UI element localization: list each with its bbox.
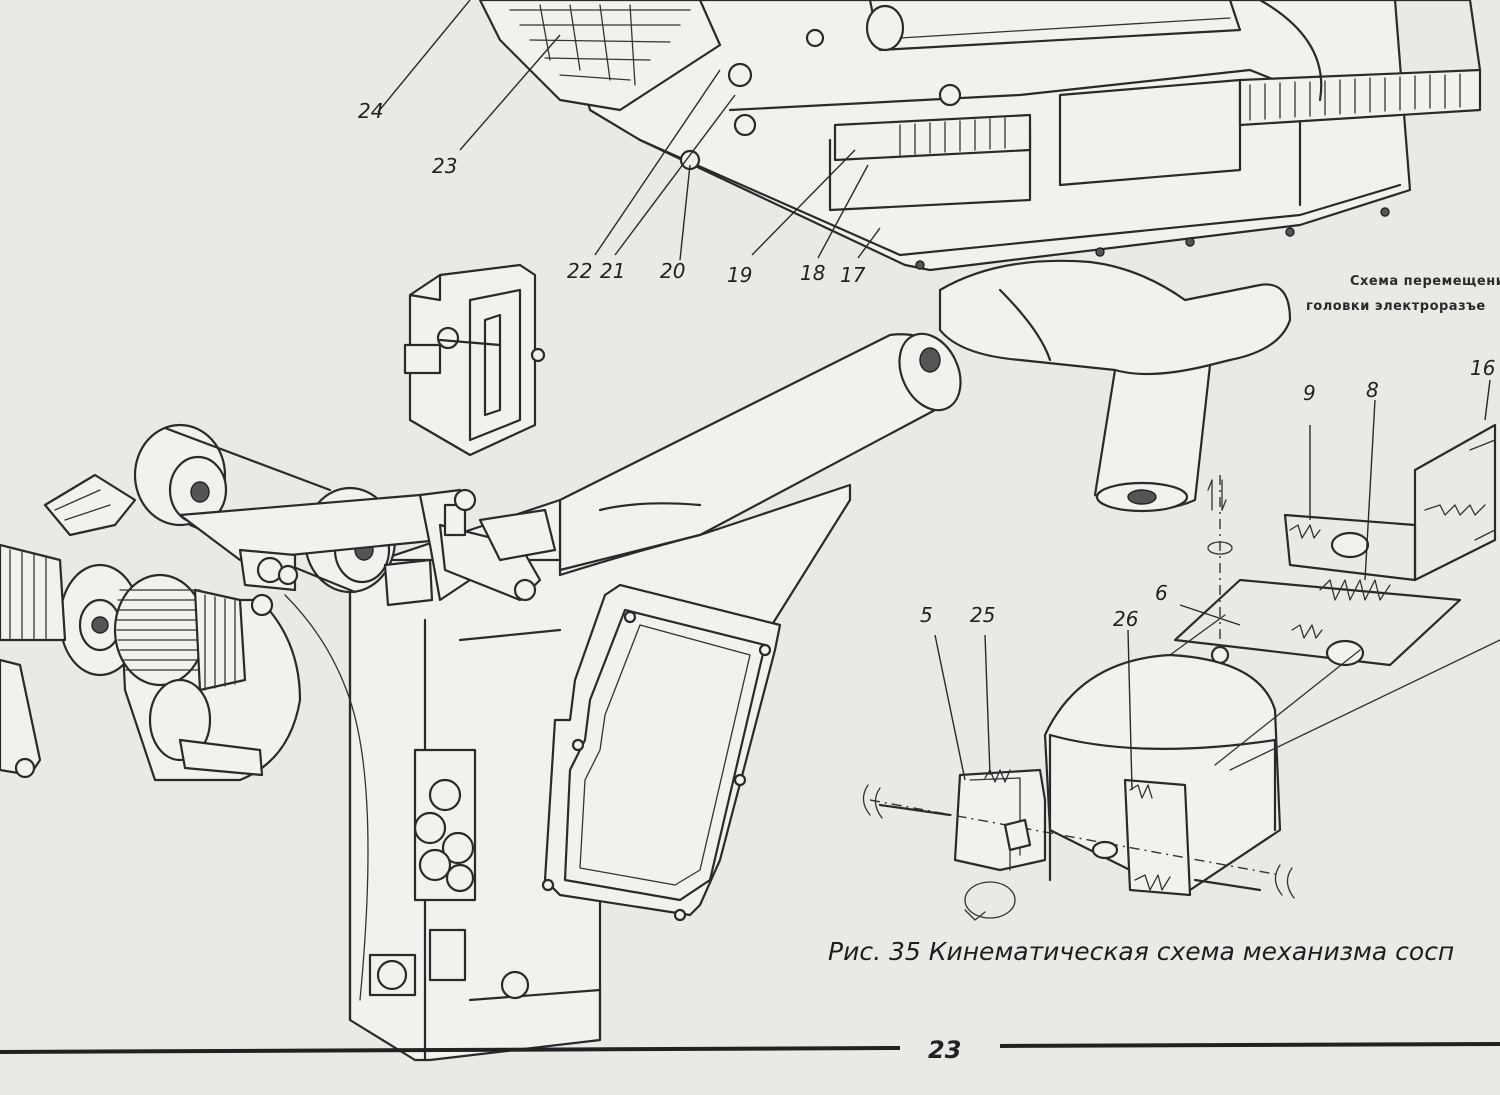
label-21: 21 [600,259,625,283]
label-16: 16 [1470,356,1495,380]
label-17: 17 [840,263,866,287]
bottom-rule-right [999,1042,1500,1048]
schema-title-line1: Схема перемещений [1350,274,1500,289]
knob-cluster [368,748,530,1000]
label-20: 20 [660,259,685,283]
label-26: 26 [1113,607,1138,631]
left-gearbox [0,473,302,782]
label-8: 8 [1366,378,1379,402]
access-cover [541,583,782,922]
label-18: 18 [800,261,825,285]
page-number: 23 [928,1036,961,1064]
label-19: 19 [727,263,752,287]
schema-title-line2: головки электроразъе [1306,299,1486,314]
bottom-rule-left [0,1046,901,1054]
label-9: 9 [1303,381,1316,405]
detached-clamp-part [403,263,546,457]
upper-carriage-assembly [478,0,1482,272]
hanging-arm [938,259,1292,513]
figure-caption: Рис. 35 Кинематическая схема механизма с… [828,937,1454,966]
control-cable [284,594,369,1001]
label-5: 5 [920,603,933,627]
callout-labels: 24 23 22 21 20 19 18 17 9 8 16 5 25 26 6 [358,99,1495,631]
kinematic-schema [862,423,1500,921]
label-25: 25 [970,603,995,627]
label-24: 24 [358,99,383,123]
label-23: 23 [432,154,457,178]
label-22: 22 [567,259,592,283]
label-6: 6 [1155,581,1168,605]
pulley-assembly [133,423,557,607]
callout-leaders [377,0,1491,791]
